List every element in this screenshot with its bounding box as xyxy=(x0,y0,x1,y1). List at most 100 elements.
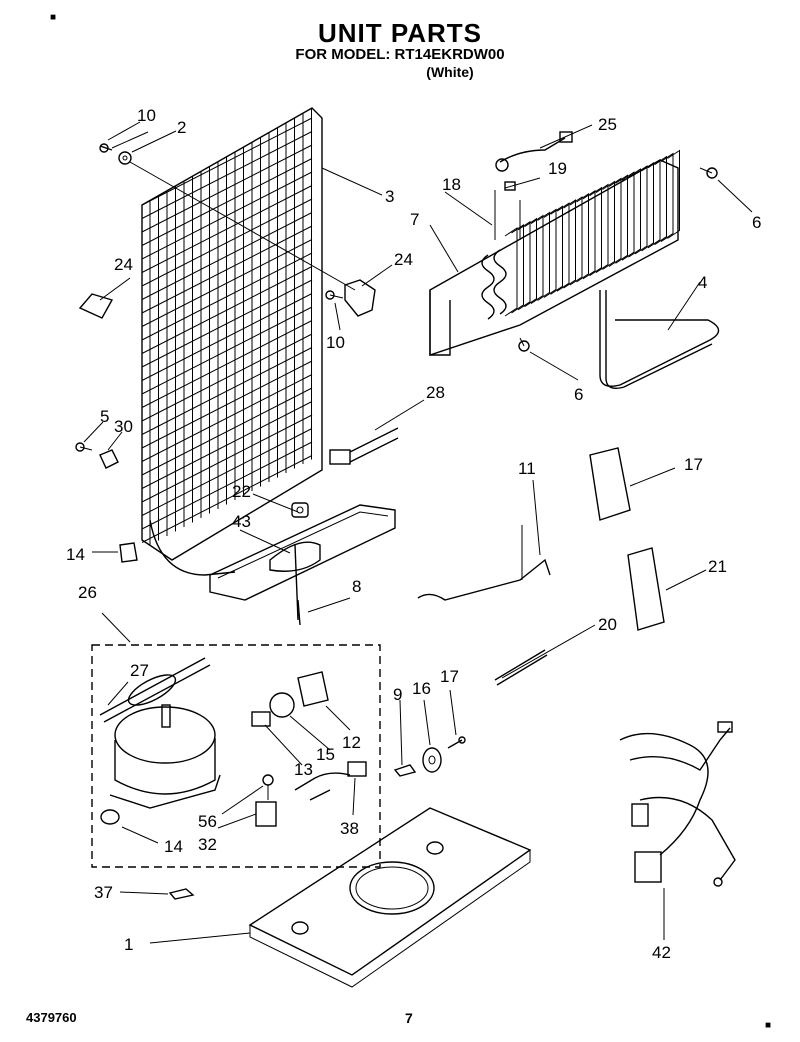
relay-13 xyxy=(251,711,271,727)
screw-10-mid xyxy=(325,290,344,300)
callout-12: 12 xyxy=(342,733,361,752)
evaporator-fin xyxy=(511,223,524,314)
leader-lines xyxy=(83,121,753,944)
grommet-14 xyxy=(100,809,120,825)
evaporator-fin xyxy=(589,186,602,277)
callout-18: 17 xyxy=(440,667,459,686)
evaporator-fin xyxy=(634,165,648,255)
evaporator-fin xyxy=(550,205,563,295)
evaporator-fin xyxy=(524,217,537,308)
callout-26: 24 xyxy=(394,250,413,269)
evaporator-fin xyxy=(654,155,667,246)
callout-7: 7 xyxy=(410,210,419,229)
overload-15 xyxy=(269,692,295,718)
callout-14: 14 xyxy=(164,837,183,856)
compressor xyxy=(109,704,221,809)
clip-35 xyxy=(99,449,119,469)
drain-tube-11 xyxy=(417,558,551,601)
callout-16: 14 xyxy=(66,545,85,564)
tube-8 xyxy=(297,599,301,626)
tube-22 xyxy=(494,649,548,686)
base-plate xyxy=(248,807,532,988)
callout-56: 56 xyxy=(198,812,217,831)
callout-10: 10 xyxy=(326,333,345,352)
screw-10-top xyxy=(99,143,113,153)
callout-17: 16 xyxy=(412,679,431,698)
evaporator-fin xyxy=(582,189,596,280)
grommet-2 xyxy=(118,151,132,165)
page-title: UNIT PARTS xyxy=(317,18,483,48)
callout-42: 42 xyxy=(652,943,671,962)
callout-8: 8 xyxy=(352,577,361,596)
callout-21: 19 xyxy=(548,159,567,178)
model-subtitle: FOR MODEL: RT14EKRDW00 xyxy=(295,46,505,63)
connector-38 xyxy=(347,761,367,777)
clip-16 xyxy=(119,542,138,563)
callout-29: 27 xyxy=(130,661,149,680)
callout-6: 6 xyxy=(574,385,583,404)
bracket-25 xyxy=(78,293,114,319)
condenser-coil xyxy=(141,107,323,576)
thermostat-30 xyxy=(329,427,399,465)
evaporator-fin xyxy=(595,183,609,274)
block-23 xyxy=(627,547,665,631)
evaporator-fin xyxy=(576,192,589,283)
callout-19: 17 xyxy=(684,455,703,474)
callout-20: 18 xyxy=(442,175,461,194)
screw-18 xyxy=(447,736,466,749)
callout-5: 5 xyxy=(100,407,109,426)
evaporator-fin xyxy=(615,174,628,264)
callout-10: 10 xyxy=(137,106,156,125)
corner-mark: ■ xyxy=(765,1020,772,1031)
callout-15: 15 xyxy=(316,745,335,764)
clip-21 xyxy=(504,181,516,191)
callout-13: 13 xyxy=(294,760,313,779)
evaporator-fin xyxy=(628,168,641,258)
callout-25: 24 xyxy=(114,255,133,274)
callout-4: 4 xyxy=(698,273,707,292)
nut-24 xyxy=(291,502,309,518)
callout-23: 21 xyxy=(708,557,727,576)
evaporator xyxy=(429,149,680,356)
callout-11: 11 xyxy=(518,459,536,478)
callout-27: 25 xyxy=(598,115,617,134)
screw-6-top xyxy=(699,167,718,179)
evaporator-fin xyxy=(569,196,583,286)
callout-28: 26 xyxy=(78,583,97,602)
evaporator-fin xyxy=(660,152,674,243)
evaporator-fin xyxy=(667,149,680,239)
screw-5 xyxy=(75,442,93,452)
drier-29 xyxy=(99,657,211,723)
callout-2: 2 xyxy=(177,118,186,137)
sensor-27 xyxy=(495,158,509,172)
evaporator-fin xyxy=(537,211,550,301)
clip-37 xyxy=(168,888,195,900)
screw-6-bottom xyxy=(518,337,530,352)
bracket-26 xyxy=(344,279,376,317)
screw-56 xyxy=(262,774,274,800)
evaporator-fin xyxy=(608,177,622,267)
harness-38 xyxy=(294,772,351,801)
clip-9 xyxy=(393,764,417,777)
callout-22: 20 xyxy=(598,615,617,634)
callout-labels: 10 2 3 25 19 18 7 6 4 6 24 24 10 28 5 30… xyxy=(66,106,761,962)
defrost-heater xyxy=(599,290,720,387)
callout-24: 22 xyxy=(232,482,251,501)
callout-32: 32 xyxy=(198,835,217,854)
compressor-kit-box xyxy=(91,644,381,868)
evaporator-fin xyxy=(647,158,661,249)
wiring-harness-42 xyxy=(619,721,736,887)
callout-37: 37 xyxy=(94,883,113,902)
evaporator-fin xyxy=(641,161,654,252)
callout-38: 38 xyxy=(340,819,359,838)
callout-3: 3 xyxy=(385,187,394,206)
callout-1: 1 xyxy=(124,935,133,954)
evaporator-fin xyxy=(563,199,576,289)
document-number: 4379760 xyxy=(26,1010,77,1025)
capacitor-32 xyxy=(255,801,277,827)
evaporator-fin xyxy=(517,220,531,311)
evaporator-fin xyxy=(621,171,635,261)
evaporator-fin xyxy=(556,202,570,292)
evaporator-fin xyxy=(543,208,557,298)
